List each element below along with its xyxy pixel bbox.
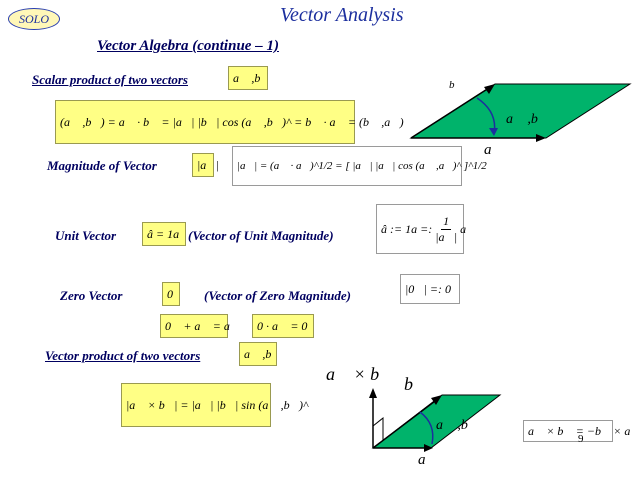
unit-vector-formula: â := 1a =: 1 |a⃗| a⃗ bbox=[376, 204, 475, 254]
scalar-product-notation: a⃗ ,b⃗ bbox=[228, 66, 270, 90]
dot-angle-arrowhead bbox=[489, 128, 498, 136]
zero-vector-prop1: 0⃗ + a⃗ = a⃗ bbox=[160, 314, 239, 338]
scalar-product-formula: (a⃗ ,b⃗) = a⃗ · b⃗ = |a⃗| |b⃗| cos (a⃗ ,… bbox=[55, 100, 404, 144]
dot-vector-a-arrowhead bbox=[536, 134, 546, 142]
cross-vector-perp-arrowhead bbox=[369, 388, 377, 398]
unit-vector-frac-num: 1 bbox=[441, 213, 452, 230]
magnitude-notation: |a⃗| bbox=[192, 153, 219, 177]
cross-label-angle: a⃗ ,b⃗ bbox=[436, 418, 479, 433]
cross-angle-arc bbox=[419, 411, 434, 445]
unit-vector-fraction: 1 |a⃗| bbox=[435, 214, 457, 245]
vector-product-notation: a⃗ ,b⃗ bbox=[239, 342, 281, 366]
page-title: Vector Analysis bbox=[280, 4, 404, 26]
unit-vector-notation: â = 1a bbox=[142, 222, 186, 246]
cross-label-axb: a⃗ × b⃗ bbox=[326, 364, 394, 384]
dot-label-angle: a⃗ ,b⃗ bbox=[506, 112, 549, 127]
zero-vector-notation: 0⃗ bbox=[162, 282, 182, 306]
zero-vector-label: Zero Vector bbox=[60, 288, 123, 303]
cross-vector-a-arrowhead bbox=[424, 444, 433, 452]
magnitude-formula: |a⃗| = (a⃗ · a⃗)^1/2 = [ |a⃗| |a⃗| cos (… bbox=[232, 146, 487, 186]
unit-vector-formula-rhs: a⃗ bbox=[460, 221, 476, 236]
zero-vector-prop2: 0 · a⃗ = 0⃗ bbox=[252, 314, 317, 338]
anticommute-formula: a⃗ × b⃗ = −b⃗ × a⃗ bbox=[523, 420, 638, 442]
zero-vector-definition: |0⃗| =: 0 bbox=[400, 274, 460, 304]
page-number: 9 bbox=[578, 433, 584, 445]
magnitude-label: Magnitude of Vector bbox=[47, 158, 157, 173]
unit-vector-description: (Vector of Unit Magnitude) bbox=[188, 228, 334, 243]
cross-right-angle-marker bbox=[372, 416, 384, 440]
cross-label-a: a⃗ bbox=[418, 452, 438, 468]
dot-vector-b-arrow bbox=[410, 85, 493, 139]
vector-product-formula: |a⃗ × b⃗| = |a⃗| |b⃗| sin (a⃗ ,b⃗)^ bbox=[121, 383, 308, 427]
cross-label-b: b⃗ bbox=[404, 374, 428, 394]
scalar-product-label: Scalar product of two vectors bbox=[32, 72, 188, 87]
cross-vector-b-arrow bbox=[372, 397, 440, 449]
section-subtitle: Vector Algebra (continue – 1) bbox=[97, 38, 279, 54]
zero-vector-description: (Vector of Zero Magnitude) bbox=[204, 288, 351, 303]
unit-vector-formula-lhs: â := 1a =: bbox=[381, 221, 433, 236]
solo-badge: SOLO bbox=[8, 8, 60, 30]
dot-vector-b-arrowhead bbox=[484, 84, 495, 94]
unit-vector-frac-den: |a⃗| bbox=[435, 229, 458, 244]
dot-label-b: b⃗ bbox=[449, 79, 464, 91]
dot-label-a: a⃗ bbox=[484, 142, 504, 158]
unit-vector-label: Unit Vector bbox=[55, 228, 117, 243]
vector-product-label: Vector product of two vectors bbox=[45, 348, 201, 363]
cross-vector-b-arrowhead bbox=[431, 395, 442, 405]
